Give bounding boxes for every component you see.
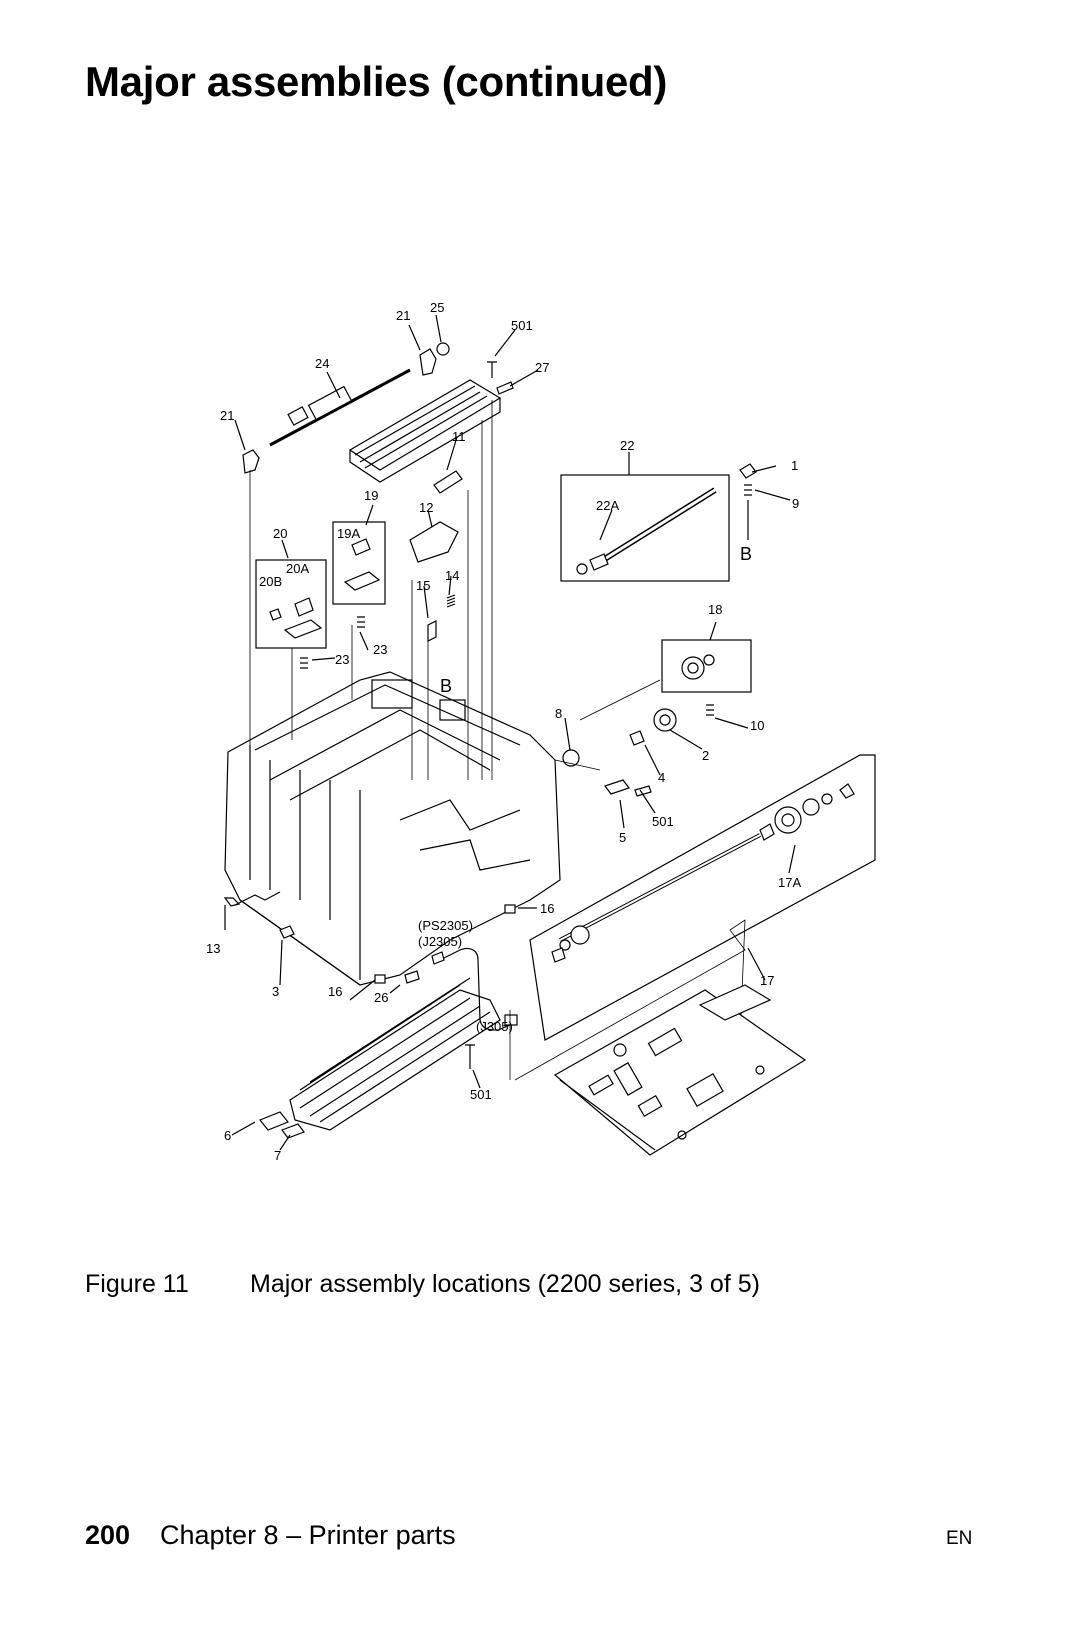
- callout-label: 21: [220, 408, 234, 423]
- callout-label: 501: [470, 1087, 492, 1102]
- callout-label: 6: [224, 1128, 231, 1143]
- callout-label: 17: [760, 973, 774, 988]
- callout-label: 8: [555, 706, 562, 721]
- callout-label: B: [740, 544, 752, 564]
- callout-label: 21: [396, 308, 410, 323]
- callout-label: 15: [416, 578, 430, 593]
- callout-label: 3: [272, 984, 279, 999]
- callout-label: 24: [315, 356, 329, 371]
- callout-label: 16: [540, 901, 554, 916]
- callout-label: 23: [373, 642, 387, 657]
- callout-label: 27: [535, 360, 549, 375]
- chapter-title: Chapter 8 – Printer parts: [160, 1520, 456, 1550]
- page-number: 200: [85, 1520, 131, 1550]
- callout-label: 25: [430, 300, 444, 315]
- callout-label: 22: [620, 438, 634, 453]
- callout-label: 26: [374, 990, 388, 1005]
- callout-label: 13: [206, 941, 220, 956]
- callout-label: (J2305): [418, 934, 462, 949]
- callout-label: 10: [750, 718, 764, 733]
- callout-label: 5: [619, 830, 626, 845]
- callout-label: 16: [328, 984, 342, 999]
- language-code: EN: [946, 1528, 973, 1549]
- callout-label: 12: [419, 500, 433, 515]
- callout-label: 17A: [778, 875, 801, 890]
- callout-label: 19: [364, 488, 378, 503]
- callout-label: 501: [511, 318, 533, 333]
- callout-label: 20B: [259, 574, 282, 589]
- callout-label: 2: [702, 748, 709, 763]
- callout-label: B: [440, 676, 452, 696]
- callout-label: 18: [708, 602, 722, 617]
- callout-label: (J305): [476, 1019, 513, 1034]
- figure-caption: Major assembly locations (2200 series, 3…: [250, 1270, 760, 1298]
- callout-label: 501: [652, 814, 674, 829]
- callout-label: (PS2305): [418, 918, 473, 933]
- callout-label: 20A: [286, 561, 309, 576]
- callout-label: 11: [452, 429, 466, 444]
- callout-label: 22A: [596, 498, 619, 513]
- callout-label: 4: [658, 770, 665, 785]
- callout-label: 1: [791, 458, 798, 473]
- callout-label: 14: [445, 568, 459, 583]
- page-title: Major assemblies (continued): [85, 58, 668, 105]
- callout-label: 7: [274, 1148, 281, 1163]
- callout-label: 20: [273, 526, 287, 541]
- callout-label: 9: [792, 496, 799, 511]
- callout-labels: 21 25 501 24 27 21 11 22 1 9 19 12 22A B…: [206, 300, 801, 1163]
- callout-label: 19A: [337, 526, 360, 541]
- callout-label: 23: [335, 652, 349, 667]
- figure-number: Figure 11: [85, 1270, 189, 1298]
